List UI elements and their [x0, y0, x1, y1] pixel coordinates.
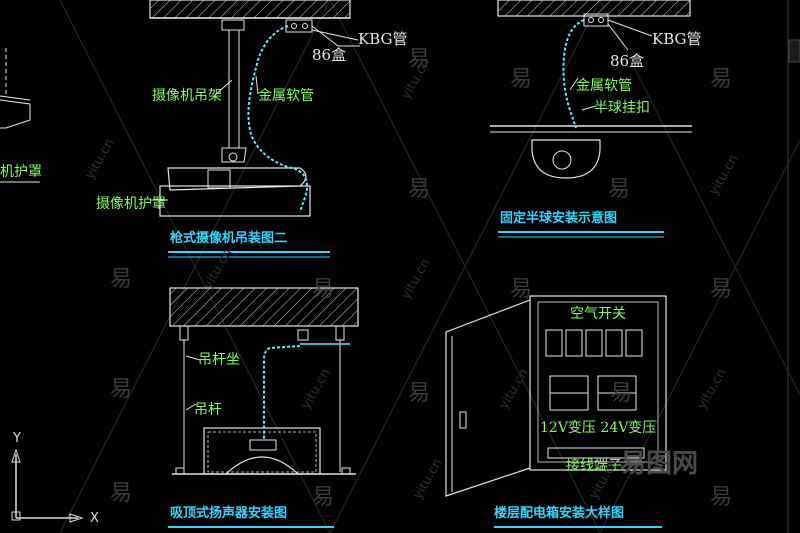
dome-mount-title: 固定半球安装示意图: [500, 210, 617, 226]
wm-site-5: yitu.cn: [398, 256, 433, 302]
wm-site-2: yitu.cn: [398, 56, 433, 102]
watermark-lines: [59, 0, 800, 533]
speaker-mount-title: 吸顶式扬声器安装图: [170, 505, 287, 521]
wm-logo-14: 易: [312, 485, 334, 510]
wm-site-7: yitu.cn: [496, 366, 531, 412]
ucs-y-label: Y: [12, 431, 21, 446]
left-fragment-label: 机护罩: [0, 164, 42, 180]
scrollbar-thumb[interactable]: [788, 39, 800, 63]
box86-label-1: 86盒: [312, 46, 346, 64]
kbg-label-1: KBG管: [358, 30, 408, 48]
wm-site-6: yitu.cn: [298, 366, 333, 412]
hose-label-2: 金属软管: [576, 78, 632, 94]
clip-label: 半球挂扣: [594, 100, 650, 116]
rod-seat-label: 吊杆坐: [198, 352, 240, 368]
wm-logo-13: 易: [110, 481, 132, 506]
wm-logo-7: 易: [312, 277, 334, 302]
wm-logo-12: 易: [610, 381, 632, 406]
panel-drawing: 空气开关 12V变压 24V变压 接线端子 楼层配电箱安装大样图: [445, 295, 667, 528]
camera-mount-drawing: KBG管 86盒 摄像机吊架 金属软管 摄像机护罩 枪式摄像机吊装图二: [96, 0, 408, 258]
wm-logo-6: 易: [110, 267, 132, 292]
wm-logo-1: 易: [408, 47, 430, 72]
transformer-label: 12V变压 24V变压: [540, 420, 656, 436]
wm-site-1: yitu.cn: [82, 136, 117, 182]
wm-site-3: yitu.cn: [706, 152, 741, 198]
camera-mount-title: 枪式摄像机吊装图二: [170, 230, 287, 246]
watermarks: 易 易 易 易 易 易 易 易 易 易 易 易 易 易 易 yitu.cn yi…: [82, 47, 741, 510]
breaker-label: 空气开关: [570, 306, 626, 322]
wm-logo-3: 易: [408, 177, 430, 202]
wm-brand: 易图网: [620, 449, 698, 479]
wm-logo-2: 易: [510, 67, 532, 92]
wm-logo-15: 易: [710, 485, 732, 510]
panel-title: 楼层配电箱安装大样图: [494, 505, 624, 521]
rod-label: 吊杆: [194, 402, 222, 418]
wm-logo-10: 易: [110, 377, 132, 402]
wm-logo-11: 易: [408, 381, 430, 406]
wm-logo-5: 易: [608, 177, 630, 202]
wm-logo-4: 易: [710, 67, 732, 92]
wm-logo-8: 易: [510, 277, 532, 302]
ucs-x-label: X: [90, 511, 99, 526]
wm-site-9: yitu.cn: [410, 456, 445, 502]
left-fragment: 机护罩: [0, 48, 42, 183]
speaker-mount-drawing: 吊杆坐 吊杆 吸顶式扬声器安装图: [168, 287, 359, 528]
terminal-label: 接线端子: [566, 457, 622, 474]
dome-mount-drawing: KBG管 86盒 金属软管 半球挂扣 固定半球安装示意图: [490, 0, 702, 238]
hanger-label: 摄像机吊架: [152, 88, 222, 104]
wm-logo-9: 易: [710, 277, 732, 302]
wm-site-4: yitu.cn: [200, 246, 235, 292]
box86-label-2: 86盒: [610, 52, 644, 70]
kbg-label-2: KBG管: [652, 30, 702, 48]
hose-label-1: 金属软管: [258, 88, 314, 104]
housing-label: 摄像机护罩: [96, 196, 166, 212]
ucs-icon: Y X: [11, 431, 99, 526]
wm-site-8: yitu.cn: [694, 366, 729, 412]
